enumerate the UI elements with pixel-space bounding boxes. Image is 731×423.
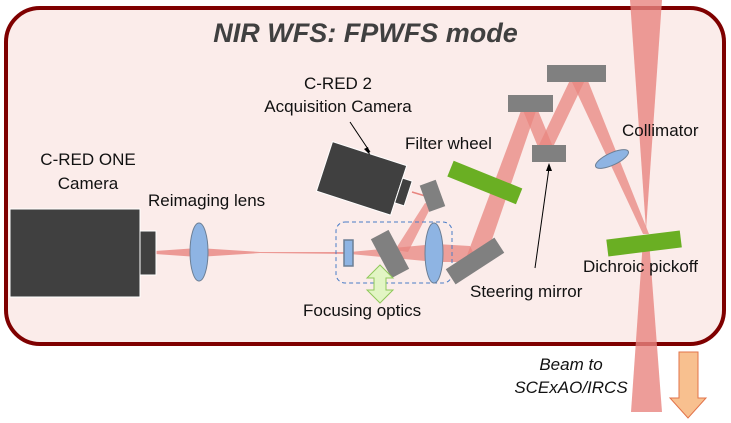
label-filter-wheel: Filter wheel (405, 134, 492, 153)
label-reimaging-lens: Reimaging lens (148, 191, 266, 210)
fold-mirror (445, 237, 505, 285)
reimaging-lens (189, 222, 209, 282)
cred-one-camera-body (9, 208, 141, 298)
steering-mirror (532, 145, 566, 162)
label-beam-line2: SCExAO/IRCS (514, 378, 628, 397)
cred2-acquisition-camera (315, 140, 413, 216)
focus-adjust-arrow (365, 264, 395, 304)
pickoff-mirror-acq (370, 229, 410, 279)
label-beam-line1: Beam to (539, 355, 603, 374)
beam-top-mirror-steering (538, 78, 586, 147)
output-beam (631, 240, 662, 412)
label-collimator: Collimator (622, 121, 699, 140)
label-cred2-line2: Acquisition Camera (264, 97, 412, 116)
cred2-pointer-arrowhead (364, 147, 370, 155)
input-beam (630, 0, 662, 230)
label-dichroic-pickoff: Dichroic pickoff (583, 257, 698, 276)
negative-lens (343, 239, 354, 267)
focusing-optics-box (335, 221, 453, 284)
cred-one-camera-nose (139, 230, 157, 276)
label-cred2-line1: C-RED 2 (303, 74, 372, 93)
dichroic-pickoff (606, 230, 682, 257)
label-cred-one: C-RED ONE Camera (38, 150, 138, 194)
output-arrow-down (668, 351, 708, 419)
label-beam-output: Beam to SCExAO/IRCS (496, 355, 646, 398)
label-cred-one-line1: C-RED ONE (40, 150, 136, 169)
acq-fold-mirror (419, 179, 446, 212)
relay-mirror-left (508, 95, 553, 112)
label-cred-one-line2: Camera (57, 174, 119, 193)
label-focusing-optics: Focusing optics (303, 301, 422, 320)
steering-pointer-line (534, 167, 550, 269)
steering-pointer-arrowhead (546, 163, 552, 171)
focusing-lens (424, 222, 444, 284)
label-steering-mirror: Steering mirror (470, 282, 583, 301)
diagram-title: NIR WFS: FPWFS mode (213, 18, 518, 48)
filter-wheel (447, 160, 523, 205)
collimator-lens (594, 149, 630, 169)
cred2-pointer-line (349, 121, 371, 153)
beam-acq-pickoff (395, 203, 432, 252)
label-cred2: C-RED 2 Acquisition Camera (258, 74, 418, 117)
relay-mirror-top (547, 65, 606, 82)
